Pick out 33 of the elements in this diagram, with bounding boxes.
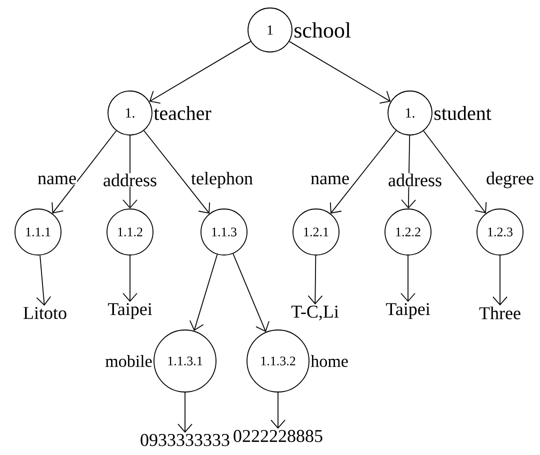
value-text: T-C,Li — [291, 306, 339, 320]
arrow — [330, 130, 397, 214]
edge-label: name — [37, 175, 77, 185]
arrow — [143, 130, 210, 214]
arrow — [178, 392, 192, 433]
edge-label: name — [310, 175, 350, 185]
arrow — [308, 255, 323, 304]
edge-label: degree — [486, 171, 534, 189]
arrow — [288, 41, 391, 104]
node-name: student — [434, 106, 492, 120]
node-name: school — [294, 22, 351, 38]
arrow — [400, 255, 416, 302]
value-text: Taipei — [108, 303, 152, 319]
arrow — [492, 255, 508, 306]
arrow — [149, 41, 252, 104]
value-text: Litoto — [24, 306, 66, 320]
node-name: mobile — [106, 355, 152, 367]
arrow — [270, 392, 286, 429]
arrow — [36, 254, 52, 306]
node-name: teacher — [154, 106, 212, 120]
value-text: 0222228885 — [234, 430, 322, 442]
arrow — [423, 130, 487, 214]
node-name: home — [310, 355, 348, 367]
edge-label: telephon — [190, 171, 254, 189]
edge-label: address — [388, 173, 442, 187]
arrow — [122, 255, 138, 302]
value-text: Taipei — [386, 303, 430, 319]
value-text: 0933333333 — [140, 434, 230, 446]
edge-label: address — [102, 173, 158, 187]
arrow — [189, 254, 218, 331]
arrow — [232, 253, 270, 332]
value-text: Three — [479, 306, 520, 320]
arrow — [52, 130, 117, 214]
